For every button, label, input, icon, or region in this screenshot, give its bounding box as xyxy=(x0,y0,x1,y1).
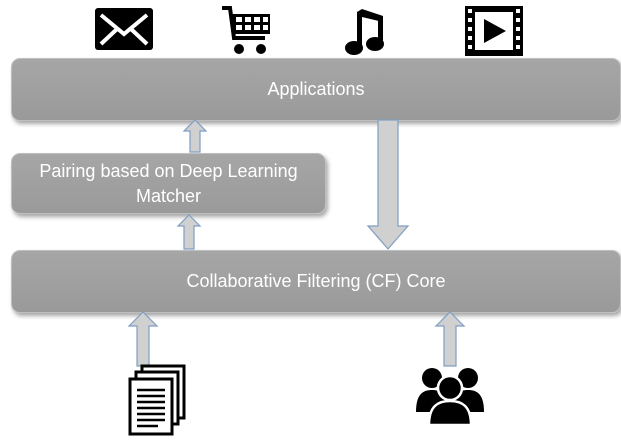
music-note-icon xyxy=(345,9,384,55)
users-group-icon xyxy=(416,368,484,426)
matcher-label: Pairing based on Deep Learning Matcher xyxy=(39,160,298,206)
mail-icon xyxy=(95,8,153,50)
arrow-documents-to-cf xyxy=(127,311,159,367)
cf-core-box: Collaborative Filtering (CF) Core xyxy=(11,250,621,313)
cf-core-label: Collaborative Filtering (CF) Core xyxy=(186,271,446,291)
applications-box: Applications xyxy=(11,58,621,121)
documents-icon xyxy=(128,364,186,436)
applications-label: Applications xyxy=(267,79,365,99)
shopping-cart-icon xyxy=(222,6,270,54)
arrow-applications-to-cf xyxy=(366,119,410,250)
video-play-icon xyxy=(465,6,523,56)
arrow-cf-to-matcher xyxy=(176,214,202,250)
deep-learning-matcher-box: Pairing based on Deep Learning Matcher xyxy=(11,153,326,214)
arrow-matcher-to-applications xyxy=(182,119,208,153)
arrow-users-to-cf xyxy=(434,311,466,367)
